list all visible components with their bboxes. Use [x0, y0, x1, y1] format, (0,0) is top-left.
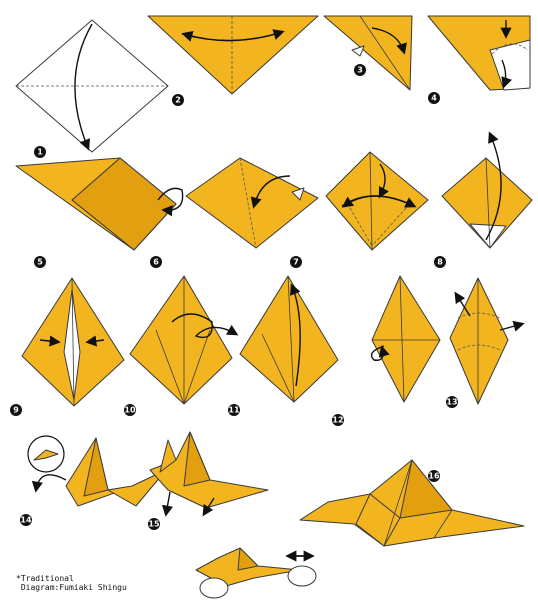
step-9-figure: [22, 278, 124, 406]
step-14-badge: 14: [20, 514, 32, 526]
step-10-badge: 10: [124, 404, 136, 416]
step-4-badge: 4: [428, 92, 440, 104]
step-5-figure: [16, 158, 183, 250]
step-2-badge: 2: [172, 94, 184, 106]
step-16-figure: [300, 460, 524, 546]
svg-text:12: 12: [332, 416, 343, 425]
svg-text:4: 4: [431, 94, 437, 103]
step-6-badge: 6: [150, 256, 162, 268]
svg-text:8: 8: [437, 258, 443, 267]
step-13-badge: 13: [446, 396, 458, 408]
step-2-figure: [148, 16, 318, 94]
step-11-badge: 11: [228, 404, 240, 416]
step-12-badge: 12: [332, 414, 344, 426]
svg-text:7: 7: [293, 258, 299, 267]
step-3-badge: 3: [354, 64, 366, 76]
credit-line-2: Diagram:Fumiaki Shingu: [16, 583, 127, 592]
step-7-figure: [186, 158, 318, 248]
svg-text:5: 5: [37, 258, 43, 267]
step-14-figure: [28, 436, 166, 506]
step-10-figure: [130, 276, 236, 404]
step-4-figure: [428, 16, 530, 90]
step-15-badge: 15: [148, 518, 160, 530]
step-8-badge: 8: [434, 256, 446, 268]
step-3-figure: [324, 16, 412, 90]
svg-text:13: 13: [446, 398, 457, 407]
svg-text:14: 14: [20, 516, 32, 525]
step-7-badge: 7: [290, 256, 302, 268]
credit-line-1: *Traditional: [16, 574, 74, 583]
svg-text:15: 15: [148, 520, 160, 529]
step-8-figure: [326, 152, 428, 250]
step-13-figure-b: [450, 278, 522, 404]
step-16-badge: 16: [428, 470, 440, 482]
svg-text:2: 2: [175, 96, 181, 105]
credit-text: *Traditional Diagram:Fumiaki Shingu: [16, 574, 127, 592]
svg-text:10: 10: [124, 406, 136, 415]
crane-in-hands-figure: [196, 548, 316, 598]
step-12-figure: [240, 276, 338, 402]
step-9-badge: 9: [10, 404, 22, 416]
svg-text:1: 1: [37, 148, 43, 157]
svg-text:11: 11: [228, 406, 240, 415]
step-13-figure-a: [372, 276, 440, 402]
step-1-badge: 1: [34, 146, 46, 158]
step-8-figure-b: [442, 134, 532, 248]
step-5-badge: 5: [34, 256, 46, 268]
svg-text:16: 16: [428, 472, 440, 481]
svg-text:6: 6: [153, 258, 159, 267]
svg-text:3: 3: [357, 66, 363, 75]
step-15-figure: [150, 432, 268, 514]
step-1-figure: [16, 20, 168, 152]
svg-text:9: 9: [13, 406, 19, 415]
